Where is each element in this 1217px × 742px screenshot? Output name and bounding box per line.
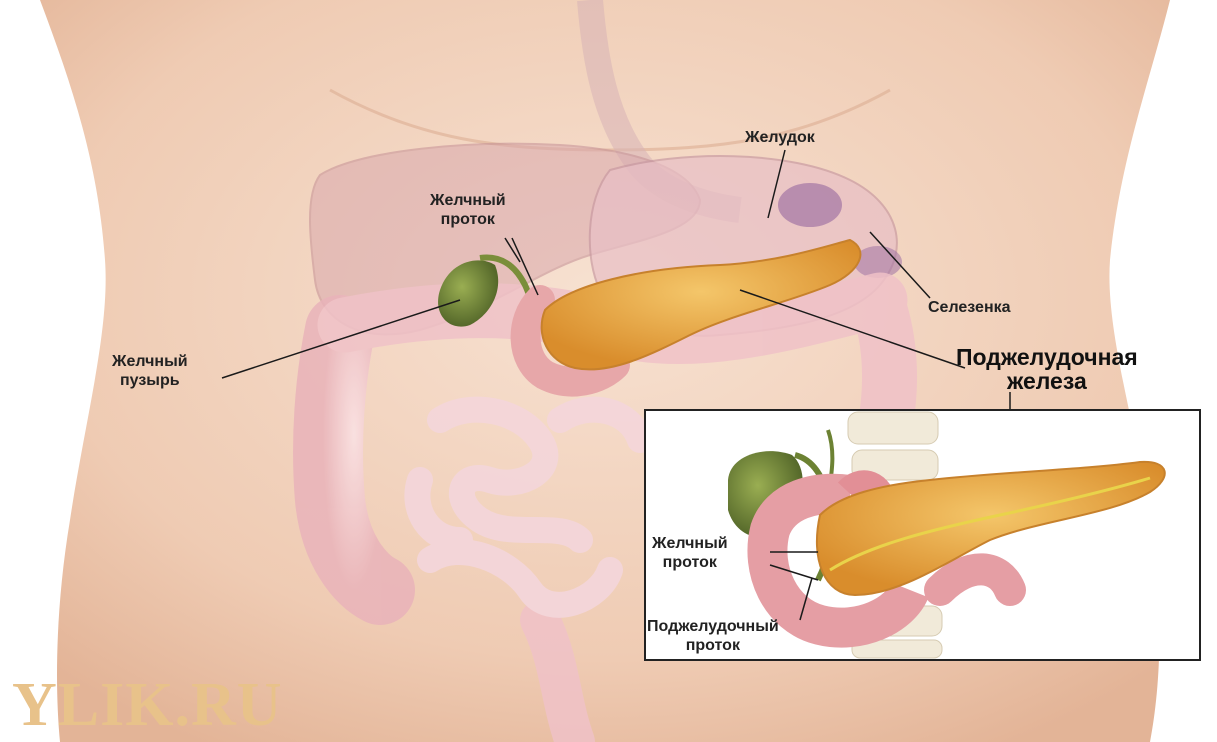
label-pancreas-line1: Поджелудочная: [956, 345, 1138, 369]
label-gallbladder-line1: Желчный: [112, 352, 188, 371]
label-spleen: Селезенка: [928, 298, 1011, 317]
label-bile-duct-line2: проток: [430, 210, 506, 229]
label-inset-pancreatic-duct-line1: Поджелудочный: [647, 617, 779, 636]
label-inset-bile-duct-line2: проток: [652, 553, 728, 572]
label-pancreas: Поджелудочная железа: [956, 345, 1138, 393]
label-inset-pancreatic-duct-line2: проток: [647, 636, 779, 655]
label-gallbladder: Желчный пузырь: [112, 352, 188, 390]
label-bile-duct-line1: Желчный: [430, 191, 506, 210]
label-pancreas-line2: железа: [956, 369, 1138, 393]
label-gallbladder-line2: пузырь: [112, 371, 188, 390]
label-inset-pancreatic-duct: Поджелудочный проток: [647, 617, 779, 655]
watermark-logo: YLIK.RU: [12, 672, 283, 738]
spleen: [778, 183, 842, 227]
label-bile-duct: Желчный проток: [430, 191, 506, 229]
label-inset-bile-duct: Желчный проток: [652, 534, 728, 572]
label-inset-bile-duct-line1: Желчный: [652, 534, 728, 553]
label-stomach: Желудок: [745, 128, 815, 147]
